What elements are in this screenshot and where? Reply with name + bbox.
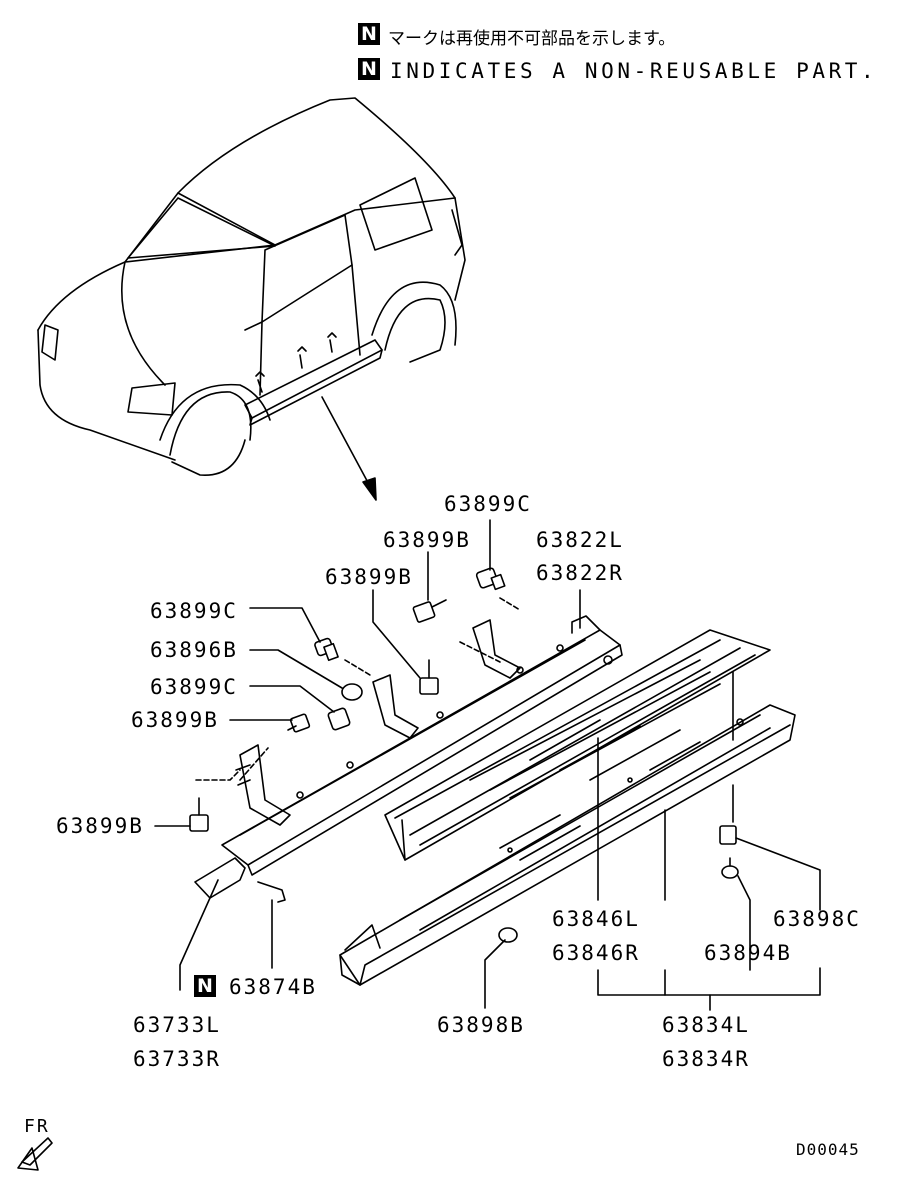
front-direction-label: FR [24,1116,50,1137]
part-label: 63899B [56,814,144,838]
legend-note-japanese: マークは再使用不可部品を示します。 [388,29,676,49]
leader-lines [154,519,821,1011]
part-label: 63846R [552,941,640,965]
part-label: 63874B [229,975,317,999]
part-label: 63822L [536,528,624,552]
pointer-arrowhead [362,477,377,501]
part-label: 63896B [150,638,238,662]
part-label: 63899B [131,708,219,732]
part-label: 63899C [150,599,238,623]
part-label: 63822R [536,561,624,585]
vehicle-illustration [37,97,466,476]
part-label: 63894B [704,941,792,965]
front-direction-arrow [17,1137,53,1171]
non-reusable-badge: N [194,975,216,997]
part-label: 63899C [150,675,238,699]
non-reusable-badge: N [358,58,380,80]
legend-note-english: INDICATES A NON-REUSABLE PART. [390,59,878,83]
step-mat [384,629,771,861]
diagram-code: D00045 [796,1140,860,1159]
step-board [339,704,796,986]
part-label: 63733R [133,1047,221,1071]
part-label: 63898B [437,1013,525,1037]
bracket-rail [221,615,623,876]
part-label: 63899B [325,565,413,589]
part-label: 63846L [552,907,640,931]
part-label: 63898C [773,907,861,931]
part-label: 63899C [444,492,532,516]
part-label: 63899B [383,528,471,552]
part-label: 63834L [662,1013,750,1037]
part-label: 63733L [133,1013,221,1037]
pointer-arrow [321,396,373,491]
part-label: 63834R [662,1047,750,1071]
fasteners [189,567,739,943]
non-reusable-badge: N [358,23,380,45]
